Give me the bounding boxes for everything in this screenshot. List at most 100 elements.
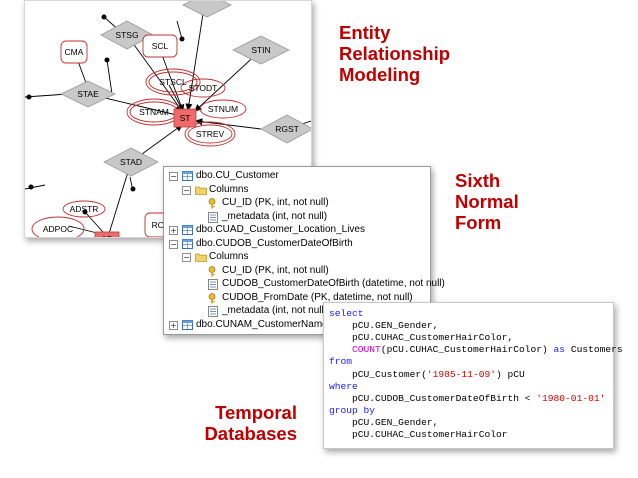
- column-icon: [208, 306, 218, 322]
- node-label-adstr: ADSTR: [70, 204, 99, 214]
- sql-token: pCU.GEN_Gender,: [352, 416, 439, 428]
- folder-icon: [195, 185, 207, 200]
- sql-line: pCU.CUDOB_CustomerDateOfBirth < '1980-01…: [329, 393, 605, 405]
- tie-rgst: [260, 114, 311, 144]
- node-label-stae: STAE: [77, 89, 99, 99]
- tree-column-node[interactable]: CU_ID (PK, int, not null): [164, 264, 426, 278]
- tree-column-node[interactable]: _metadata (int, not null): [164, 304, 426, 318]
- tie-stin: [232, 35, 290, 65]
- er-knots: [60, 34, 178, 237]
- sql-line: pCU.GEN_Gender,: [329, 320, 438, 332]
- anchor-ad: [94, 231, 120, 237]
- sql-token: from: [329, 356, 353, 368]
- sql-token: '1980-01-01': [536, 392, 606, 404]
- heading-snf-line: Normal: [455, 191, 519, 212]
- sql-token: '1985-11-09': [426, 368, 496, 380]
- expand-toggle-icon[interactable]: +: [169, 226, 178, 235]
- key-icon: [208, 292, 218, 309]
- anchor-st: [173, 108, 197, 128]
- tree-folder-node[interactable]: −Columns: [164, 250, 426, 264]
- heading-er-line: Modeling: [339, 64, 421, 85]
- tree-node-label: dbo.CUAD_Customer_Location_Lives: [196, 224, 365, 235]
- tie-stsg: [100, 20, 154, 50]
- node-label-scl: SCL: [152, 41, 169, 51]
- sql-line: select: [329, 308, 364, 320]
- sql-line: from: [329, 356, 352, 368]
- tie-top: [182, 1, 232, 18]
- key-icon: [208, 265, 218, 282]
- table-icon: [182, 171, 193, 186]
- collapse-toggle-icon[interactable]: −: [169, 172, 178, 181]
- collapse-toggle-icon[interactable]: −: [182, 253, 191, 262]
- sql-token: select: [329, 308, 364, 319]
- knot-cma: [60, 40, 88, 64]
- tree-node-label: Columns: [209, 183, 249, 195]
- tree-column-node[interactable]: CUDOB_CustomerDateOfBirth (datetime, not…: [164, 277, 445, 291]
- sql-token: where: [329, 380, 358, 392]
- node-label-stodt: STODT: [189, 83, 218, 93]
- tree-table-node[interactable]: + dbo.CUAD_Customer_Location_Lives: [164, 223, 426, 237]
- sql-line: where: [329, 381, 358, 393]
- collapse-toggle-icon[interactable]: −: [169, 239, 178, 249]
- sql-token: as: [553, 344, 566, 356]
- node-label-adpoc: ADPOC: [43, 224, 73, 234]
- node-label-rgst: RGST: [275, 124, 299, 134]
- tree-table-node[interactable]: − dbo.CUDOB_CustomerDateOfBirth: [164, 237, 426, 251]
- collapse-toggle-icon[interactable]: −: [182, 185, 191, 195]
- tree-column-node[interactable]: CU_ID (PK, int, not null): [164, 196, 426, 210]
- node-label-stnam: STNAM: [139, 107, 169, 117]
- table-icon: [182, 319, 193, 335]
- tree-node-label: dbo.CUDOB_CustomerDateOfBirth: [196, 237, 353, 249]
- sql-query-panel: select pCU.GEN_Gender, pCU.CUHAC_Custome…: [323, 302, 623, 449]
- heading-temporal-line: Databases: [204, 423, 297, 444]
- tree-node-label: CUDOB_FromDate (PK, datetime, not null): [222, 291, 413, 303]
- sql-line: pCU.CUHAC_CustomerHairColor,: [329, 332, 513, 344]
- heading-er: Entity Relationship Modeling: [339, 22, 450, 85]
- table-icon: [182, 225, 193, 240]
- sql-token: pCU.CUHAC_CustomerHairColor: [352, 429, 508, 440]
- tree-node-label: _metadata (int, not null): [222, 305, 328, 316]
- column-icon: [208, 211, 218, 228]
- tree-table-node[interactable]: − dbo.CU_Customer: [164, 169, 426, 183]
- tree-node-label: CUDOB_CustomerDateOfBirth (datetime, not…: [222, 278, 445, 289]
- sql-token: pCU.CUHAC_CustomerHairColor,: [352, 332, 514, 344]
- node-label-stin: STIN: [251, 45, 270, 55]
- er-tie-diamonds: [60, 1, 311, 177]
- node-label-stad: STAD: [120, 157, 142, 167]
- column-icon: [208, 279, 218, 295]
- heading-snf-line: Form: [455, 212, 502, 233]
- knot-scl: [142, 34, 178, 58]
- tie-stad: [103, 147, 159, 177]
- sql-token: pCU.GEN_Gender,: [352, 320, 439, 332]
- heading-temporal: Temporal Databases: [196, 402, 297, 444]
- node-label-cma: CMA: [65, 47, 84, 57]
- tree-node-label: dbo.CU_Customer: [196, 170, 279, 181]
- tree-column-node[interactable]: _metadata (int, not null): [164, 210, 426, 224]
- tree-node-label: dbo.CUNAM_CustomerName: [196, 318, 328, 330]
- folder-icon: [195, 252, 207, 267]
- sql-line: COUNT(pCU.CUHAC_CustomerHairColor) as Cu…: [329, 344, 623, 356]
- sql-line: pCU_Customer('1985-11-09') pCU: [329, 369, 525, 381]
- heading-temporal-line: Temporal: [215, 402, 297, 423]
- er-attributes: [31, 68, 247, 237]
- node-label-st: ST: [180, 113, 191, 123]
- node-label-stnum: STNUM: [208, 104, 238, 114]
- sql-token: ) pCU: [495, 368, 525, 380]
- key-icon: [208, 198, 218, 214]
- heading-er-line: Entity: [339, 22, 391, 43]
- node-label-ad: AD: [101, 234, 113, 237]
- tree-column-node[interactable]: CUDOB_FromDate (PK, datetime, not null): [164, 291, 426, 305]
- sql-token: (pCU.CUHAC_CustomerHairColor): [380, 344, 554, 356]
- er-diagram: STSG SCL CMA STIN STSCL STODT STAE STNAM…: [25, 1, 311, 237]
- tree-node-label: CU_ID (PK, int, not null): [222, 197, 329, 208]
- sql-token: COUNT: [352, 344, 381, 356]
- tree-folder-node[interactable]: − Columns: [164, 183, 426, 197]
- heading-snf-line: Sixth: [455, 170, 501, 191]
- node-label-stsg: STSG: [115, 30, 138, 40]
- tree-table-node[interactable]: + dbo.CUNAM_CustomerName: [164, 318, 426, 332]
- sql-token: group by: [329, 404, 376, 416]
- expand-toggle-icon[interactable]: +: [169, 320, 178, 330]
- sql-token: pCU.CUDOB_CustomerDateOfBirth <: [352, 392, 537, 404]
- tree-node-label: _metadata (int, not null): [222, 210, 328, 222]
